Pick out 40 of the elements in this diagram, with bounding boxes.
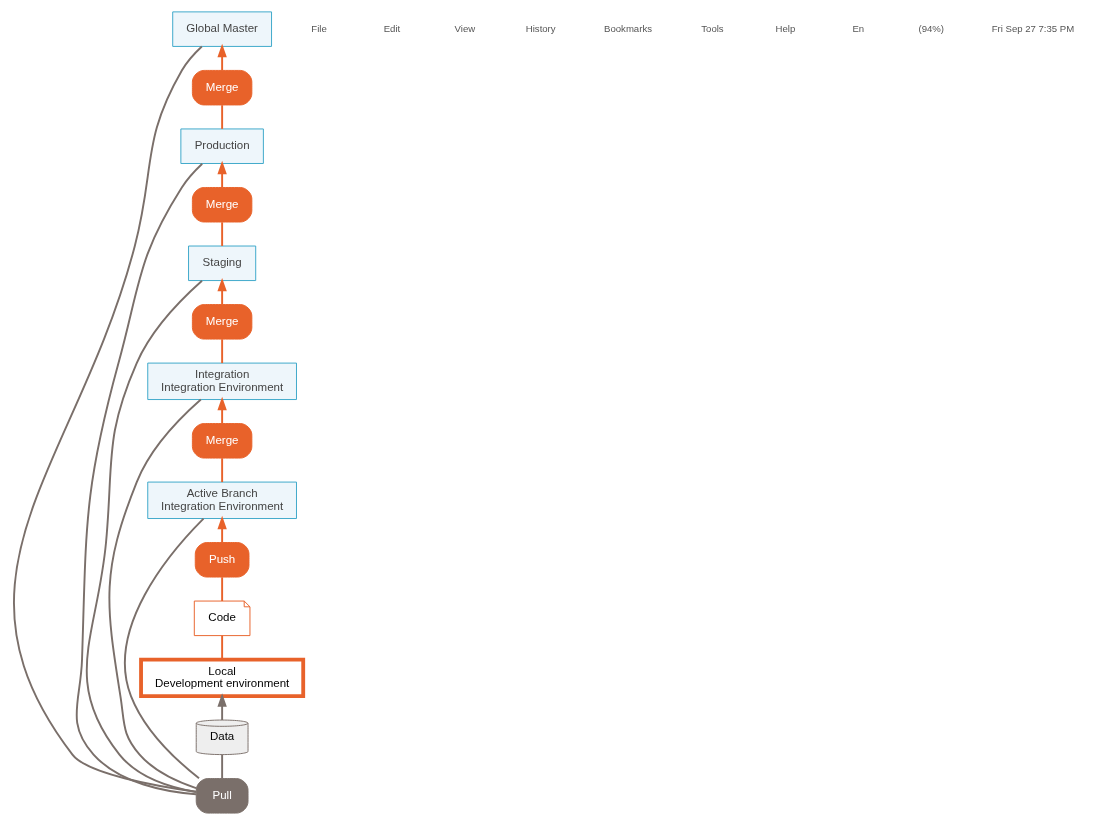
arrow xyxy=(216,396,227,425)
node-box: Active Branch Integration Environment xyxy=(146,481,297,519)
connector xyxy=(220,457,223,484)
connector xyxy=(75,162,203,796)
node-box: Local Development environment xyxy=(138,657,305,698)
connector xyxy=(220,221,223,247)
label: Fri Sep 27 7:35 PM xyxy=(991,22,1074,34)
node-box: Merge xyxy=(191,423,252,459)
arrow xyxy=(216,277,227,306)
arrow xyxy=(216,693,227,721)
connector xyxy=(85,279,203,793)
node-box: Production xyxy=(179,128,264,164)
node-box: Integration Integration Environment xyxy=(146,362,297,401)
node-box: Staging xyxy=(187,245,256,282)
label: Edit xyxy=(383,22,400,34)
label: View xyxy=(454,22,475,34)
arrow xyxy=(216,160,227,189)
connector xyxy=(220,753,223,780)
connector xyxy=(220,576,223,602)
arrow xyxy=(216,43,227,72)
node-box: Push xyxy=(194,542,249,578)
label: File xyxy=(310,22,327,34)
node-box: Global Master xyxy=(171,11,272,47)
label: Help xyxy=(775,22,795,34)
connector xyxy=(12,45,203,793)
connector xyxy=(220,634,223,661)
node-box: Merge xyxy=(191,187,252,223)
label: (94%) xyxy=(917,22,944,34)
node-box: Merge xyxy=(191,304,252,340)
label: Tools xyxy=(700,22,724,34)
connector xyxy=(220,104,223,130)
connector xyxy=(220,338,223,365)
node-box: Merge xyxy=(191,69,252,106)
arrow xyxy=(216,515,227,544)
node-box: Pull xyxy=(195,778,248,814)
label: History xyxy=(525,22,556,34)
connector xyxy=(107,398,202,789)
label: En xyxy=(851,22,864,34)
label: Bookmarks xyxy=(603,22,652,34)
connector xyxy=(123,517,204,780)
